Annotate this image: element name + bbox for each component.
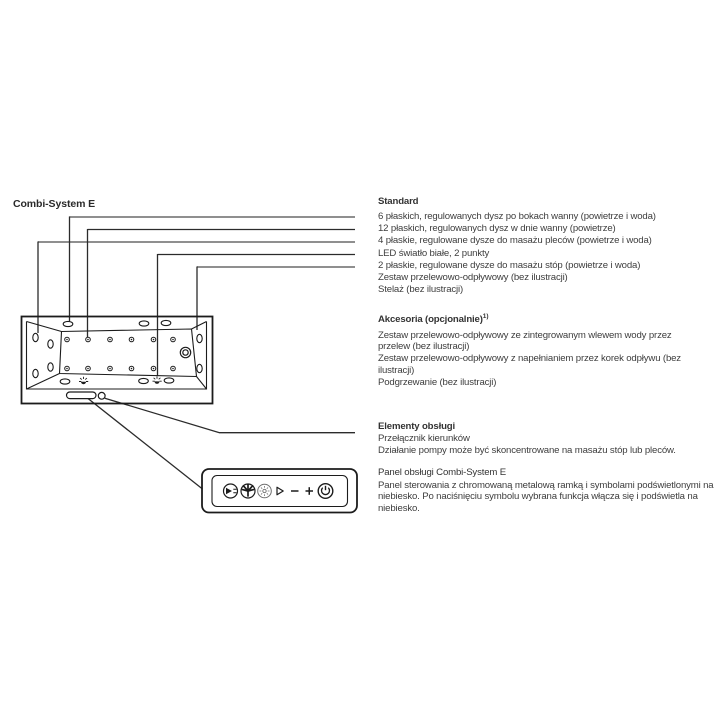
controls-heading: Elementy obsługi	[378, 420, 456, 432]
panel-outer-frame	[201, 468, 358, 514]
section-accessories: Akcesoria (opcjonalnie)1) Zestaw przelew…	[378, 311, 690, 389]
direction-arrow-icon	[276, 486, 284, 496]
plus-icon	[305, 487, 313, 495]
led-light-icon	[79, 376, 89, 385]
list-item: 6 płaskich, regulowanych dysz po bokach …	[378, 211, 656, 222]
tub-outer-edge	[20, 315, 214, 405]
section-panel-description: Panel obsługi Combi-System E Panel stero…	[378, 467, 718, 515]
list-item: 2 płaskie, regulowane dysze do masażu st…	[378, 259, 641, 271]
section-controls: Elementy obsługi Przełącznik kierunków D…	[378, 421, 714, 457]
overflow-slot	[65, 391, 97, 400]
controls-body: Działanie pompy może być skoncentrowane …	[378, 444, 676, 456]
controls-subheading: Przełącznik kierunków	[378, 433, 470, 444]
spray-massage-icon	[240, 483, 256, 499]
list-item: LED światło białe, 2 punkty	[378, 247, 490, 259]
list-item: Stelaż (bez ilustracji)	[378, 284, 464, 296]
panel-body: Panel sterowania z chromowaną metalową r…	[378, 479, 714, 515]
list-item: Zestaw przelewowo-odpływowy z napełniani…	[378, 353, 681, 377]
tub-rim-inner-edge	[25, 321, 208, 390]
tub-basin	[58, 328, 198, 378]
controls-text: Przełącznik kierunków Działanie pompy mo…	[378, 433, 714, 457]
hydro-jet-icon	[222, 483, 239, 499]
bathtub-top-view	[20, 315, 214, 405]
callout-lines	[37, 216, 355, 490]
accessories-heading: Akcesoria (opcjonalnie)1)	[378, 313, 489, 326]
drain	[179, 346, 192, 359]
panel-heading: Panel obsługi Combi-System E	[378, 467, 507, 478]
standard-list: 6 płaskich, regulowanych dysz po bokach …	[378, 211, 714, 296]
led-lights	[79, 376, 162, 385]
list-item: 12 płaskich, regulowanych dysz w dnie wa…	[378, 223, 616, 235]
list-item: Zestaw przelewowo-odpływowy (bez ilustra…	[378, 272, 568, 284]
control-panel	[201, 468, 358, 514]
power-icon	[317, 483, 334, 500]
led-light-icon	[152, 376, 162, 384]
list-item: Zestaw przelewowo-odpływowy ze zintegrow…	[378, 329, 672, 353]
panel-inner-frame	[211, 474, 349, 508]
footnote-marker: 1)	[482, 313, 489, 320]
direction-switch	[97, 391, 106, 400]
list-item: Podgrzewanie (bez ilustracji)	[378, 376, 497, 388]
accessories-list: Zestaw przelewowo-odpływowy ze zintegrow…	[378, 330, 690, 389]
floor-jets	[64, 336, 176, 372]
side-jets-top	[62, 319, 172, 328]
standard-heading: Standard	[378, 196, 419, 207]
section-standard: Standard 6 płaskich, regulowanych dysz p…	[378, 196, 714, 296]
list-item: 4 płaskie, regulowane dysze do masażu pl…	[378, 235, 652, 247]
side-jets-bottom	[59, 377, 175, 385]
back-massage-jets	[32, 332, 54, 379]
tub-corner-lines	[26, 320, 207, 390]
light-icon	[257, 483, 272, 499]
foot-massage-jets	[196, 333, 203, 374]
page-title: Combi-System E	[13, 198, 96, 210]
